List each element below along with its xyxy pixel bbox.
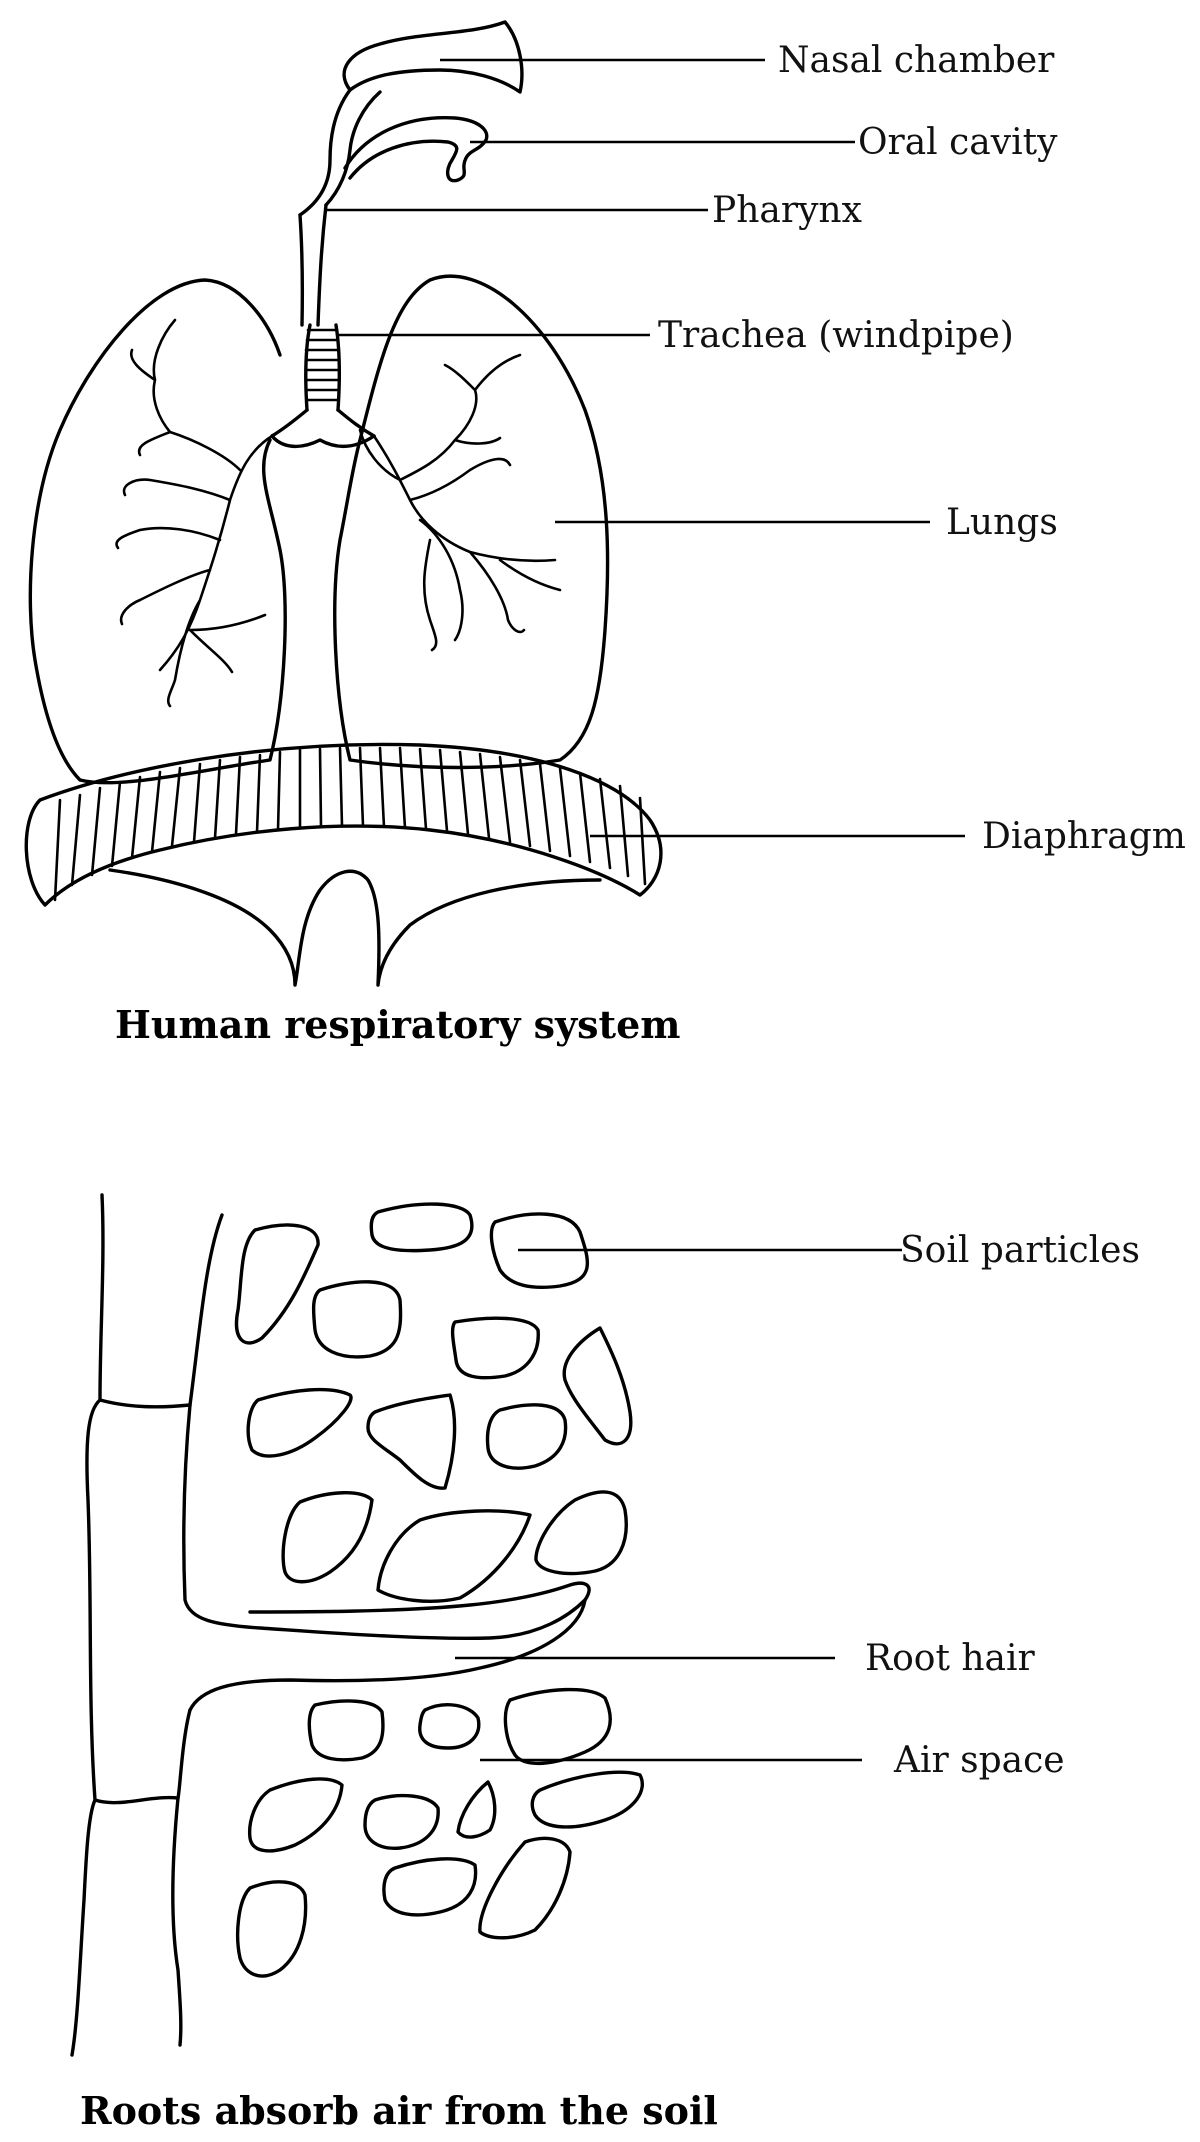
soil-particle [456, 1780, 497, 1839]
root-outer-wall [182, 1213, 591, 1641]
pharynx-shape [298, 203, 328, 327]
soil-particle [478, 1836, 572, 1940]
trachea-label: Trachea (windpipe) [658, 315, 1014, 356]
respiratory-caption: Human respiratory system [115, 1002, 681, 1047]
soil-particle [382, 1857, 478, 1917]
root-labels: Soil particles Root hair Air space [455, 1230, 1140, 1781]
soil-particle [562, 1326, 633, 1446]
nasal-chamber-shape [342, 20, 524, 94]
right-bronchi-tree [358, 353, 562, 652]
root-hair-label: Root hair [865, 1638, 1036, 1679]
soil-particles [234, 1202, 644, 1978]
soil-particle [534, 1490, 628, 1576]
soil-particle [363, 1793, 440, 1850]
soil-particle [246, 1387, 353, 1458]
soil-particle [247, 1777, 344, 1853]
soil-particle [503, 1687, 612, 1766]
right-lung-shape [333, 274, 610, 770]
soil-particle [307, 1699, 385, 1762]
root-cell-divider-1 [98, 1398, 192, 1409]
root-cell-divider-2 [93, 1795, 180, 1805]
soil-particle [450, 1316, 540, 1380]
lungs-label: Lungs [946, 502, 1058, 543]
soil-particle [366, 1393, 457, 1490]
soil-particle [489, 1212, 590, 1290]
root-lower-wall [171, 1708, 192, 2047]
soil-particle [236, 1880, 308, 1978]
left-bronchi-tree [115, 318, 274, 708]
root-cell-wall-left [70, 1193, 105, 2057]
root-hair-shape [188, 1598, 587, 1712]
soil-particle [311, 1280, 403, 1359]
soil-particle [418, 1703, 481, 1750]
left-lung-shape [28, 278, 287, 785]
soil-particle [376, 1509, 532, 1603]
respiratory-system-figure [24, 20, 663, 987]
soil-particle [369, 1202, 474, 1253]
roots-caption: Roots absorb air from the soil [80, 2088, 718, 2133]
soil-particle [234, 1223, 320, 1345]
diaphragm-attachment [108, 868, 602, 987]
pharynx-label: Pharynx [712, 190, 862, 231]
nasal-chamber-label: Nasal chamber [778, 40, 1055, 81]
respiratory-labels: Nasal chamber Oral cavity Pharynx Trache… [325, 40, 1186, 857]
trachea-shape [270, 323, 376, 448]
root-soil-figure [70, 1193, 644, 2057]
diaphragm-shape [24, 742, 663, 907]
oral-cavity-shape [343, 116, 489, 183]
soil-particle [485, 1403, 568, 1470]
soil-particles-label: Soil particles [900, 1230, 1140, 1271]
diaphragm-label: Diaphragm [982, 816, 1186, 857]
air-space-label: Air space [893, 1740, 1065, 1781]
nasal-passage-shape [298, 88, 382, 217]
soil-particle [530, 1770, 644, 1829]
diaphragm-striations [53, 746, 647, 902]
soil-particle [281, 1491, 374, 1584]
oral-cavity-label: Oral cavity [858, 122, 1058, 163]
